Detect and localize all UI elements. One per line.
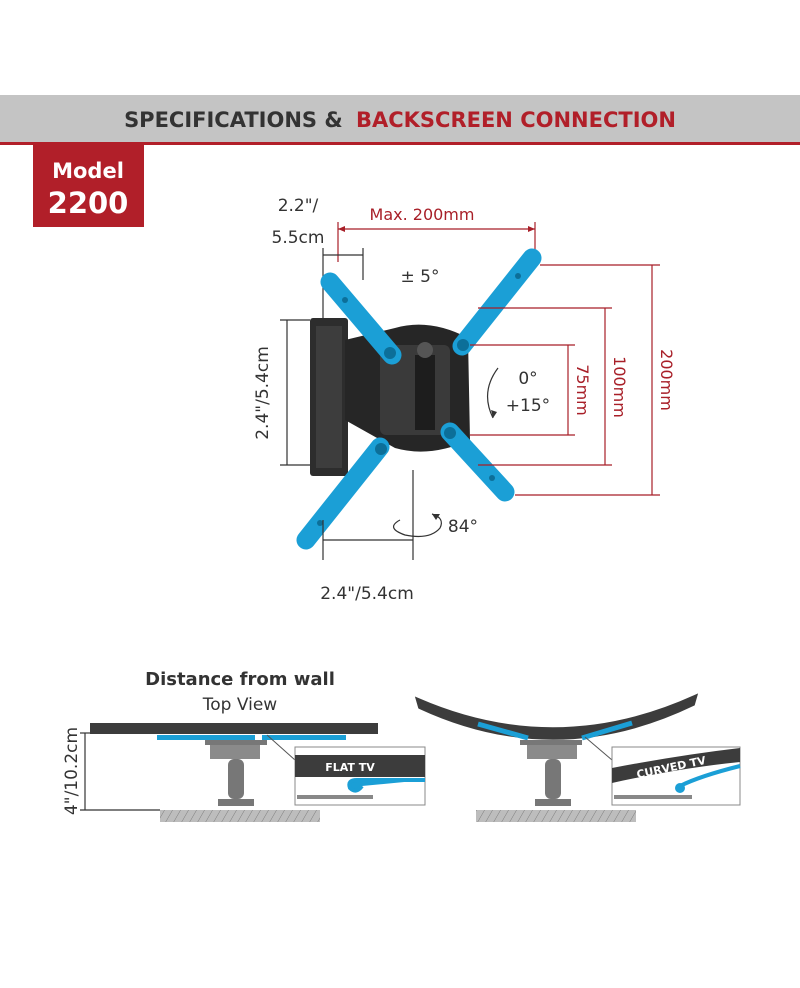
tilt-small-label: ± 5° <box>401 267 440 287</box>
max-width-dimension-line <box>337 222 536 262</box>
distance-title: Distance from wall <box>145 669 335 690</box>
tilt-0-label: 0° <box>518 369 537 389</box>
tilt-15-label: +15° <box>506 396 550 416</box>
model-badge: Model 2200 <box>33 145 144 227</box>
plate-height-dimension-line <box>280 319 310 466</box>
flat-tv-label: FLAT TV <box>325 761 375 774</box>
max-width-label: Max. 200mm <box>370 205 475 224</box>
flat-tv-top-view <box>80 723 426 822</box>
plate-width-label: 2.4"/5.4cm <box>320 584 414 604</box>
header-banner: SPECIFICATIONS & BACKSCREEN CONNECTION <box>0 95 800 145</box>
swivel-arrow-icon <box>393 513 442 538</box>
vesa-200-label: 200mm <box>657 349 676 411</box>
header-title: SPECIFICATIONS & BACKSCREEN CONNECTION <box>124 108 676 132</box>
vesa-75-label: 75mm <box>573 364 592 416</box>
model-number: 2200 <box>48 186 129 220</box>
arm-depth-label-2: 5.5cm <box>272 228 325 248</box>
plate-height-label: 2.4"/5.4cm <box>253 346 273 440</box>
vesa-dimension-lines <box>470 264 660 496</box>
distance-value-label: 4"/10.2cm <box>62 727 82 815</box>
tilt-arrow-icon <box>487 367 499 419</box>
vesa-100-label: 100mm <box>610 356 629 418</box>
distance-subtitle: Top View <box>202 695 278 715</box>
curved-tv-top-view <box>414 693 741 822</box>
model-label: Model <box>52 159 124 183</box>
arm-depth-label-1: 2.2"/ <box>278 196 319 216</box>
plate-width-dimension-line <box>322 470 414 560</box>
wall-mount-illustration <box>296 248 542 550</box>
swivel-label: 84° <box>448 517 478 537</box>
